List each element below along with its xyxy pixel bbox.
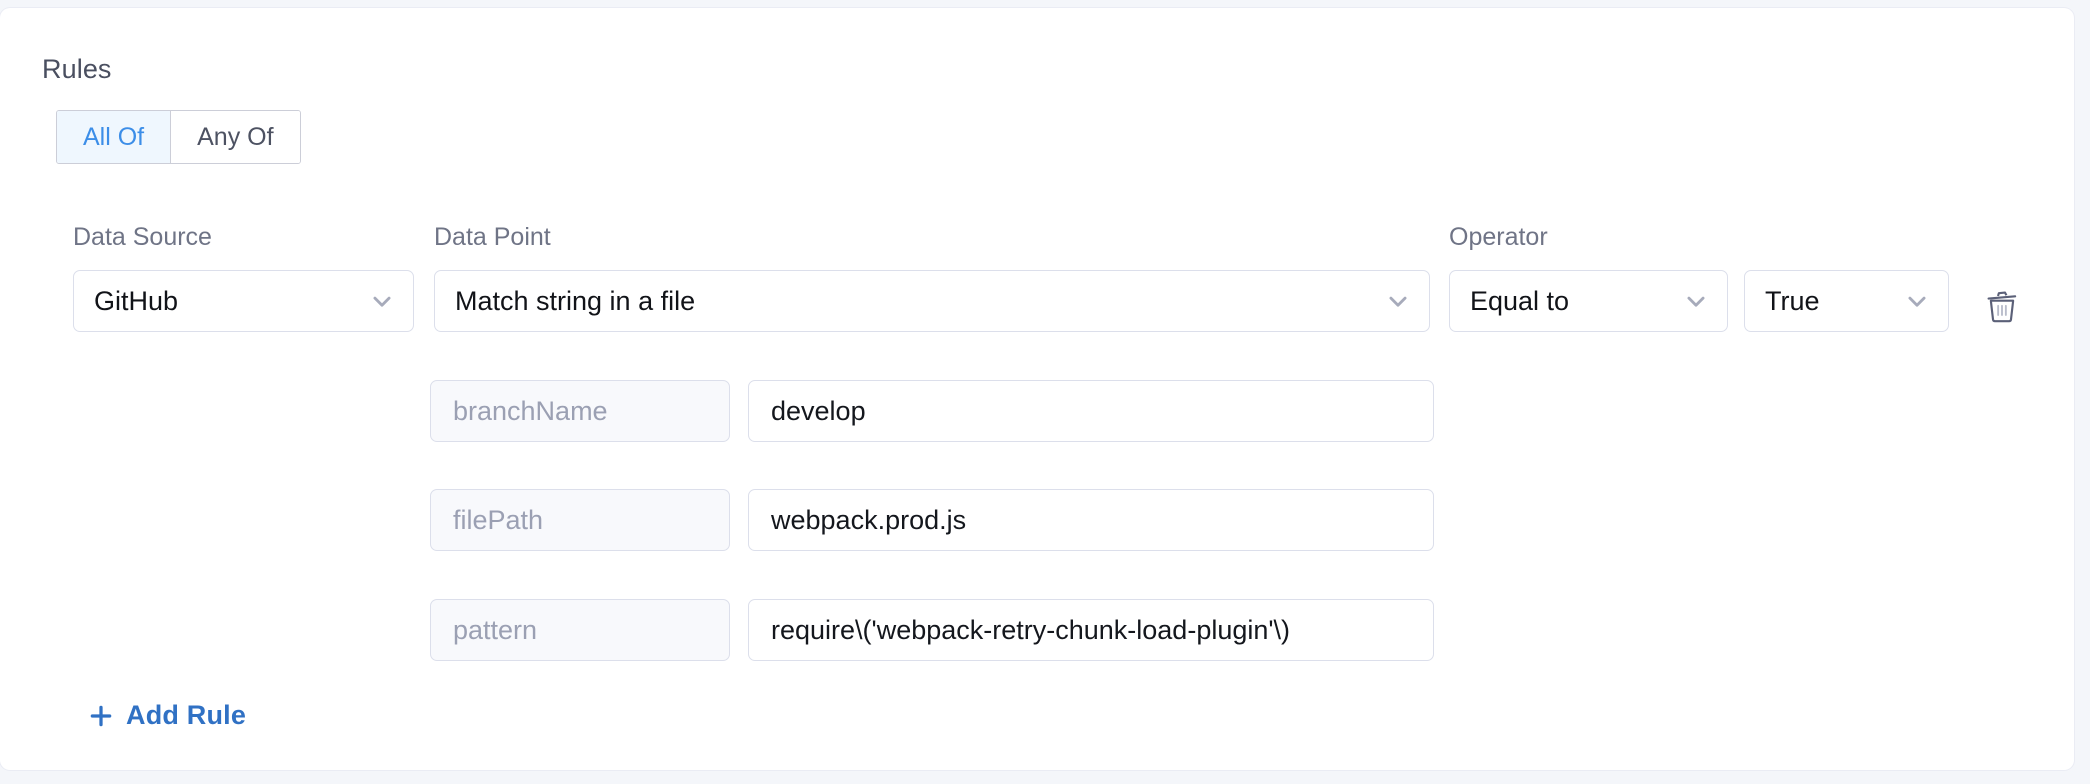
match-mode-toggle-group[interactable]: All Of Any Of bbox=[56, 110, 301, 164]
operator-value: Equal to bbox=[1470, 285, 1570, 316]
add-rule-button[interactable]: Add Rule bbox=[88, 700, 246, 731]
parameter-row: filePath webpack.prod.js bbox=[430, 489, 1434, 551]
parameter-value-text: webpack.prod.js bbox=[771, 504, 967, 535]
parameter-key-label: branchName bbox=[453, 395, 608, 426]
trash-icon bbox=[1987, 291, 2017, 323]
chevron-down-icon bbox=[1908, 296, 1926, 307]
data-source-select[interactable]: GitHub bbox=[73, 270, 414, 332]
parameter-value-input[interactable]: develop bbox=[748, 380, 1434, 442]
parameter-key-field: filePath bbox=[430, 489, 730, 551]
parameter-value-text: develop bbox=[771, 395, 866, 426]
chevron-down-icon bbox=[373, 296, 391, 307]
data-point-select[interactable]: Match string in a file bbox=[434, 270, 1430, 332]
operand-select[interactable]: True bbox=[1744, 270, 1949, 332]
parameter-value-text: require\('webpack-retry-chunk-load-plugi… bbox=[771, 614, 1291, 645]
data-source-label: Data Source bbox=[73, 223, 212, 251]
parameter-row: branchName develop bbox=[430, 380, 1434, 442]
parameter-row: pattern require\('webpack-retry-chunk-lo… bbox=[430, 599, 1434, 661]
page-title: Rules bbox=[42, 54, 112, 84]
parameter-key-field: pattern bbox=[430, 599, 730, 661]
rules-card: Rules All Of Any Of Data Source Data Poi… bbox=[0, 8, 2074, 770]
parameter-value-input[interactable]: require\('webpack-retry-chunk-load-plugi… bbox=[748, 599, 1434, 661]
operator-select[interactable]: Equal to bbox=[1449, 270, 1728, 332]
operand-value: True bbox=[1765, 285, 1820, 316]
match-mode-any-of[interactable]: Any Of bbox=[170, 111, 300, 163]
parameter-key-label: filePath bbox=[453, 504, 544, 535]
delete-rule-button[interactable] bbox=[1981, 286, 2023, 328]
match-mode-all-of[interactable]: All Of bbox=[57, 111, 171, 163]
parameter-value-input[interactable]: webpack.prod.js bbox=[748, 489, 1434, 551]
operator-label: Operator bbox=[1449, 223, 1548, 251]
data-point-value: Match string in a file bbox=[455, 285, 696, 316]
add-rule-label: Add Rule bbox=[126, 700, 247, 730]
parameter-key-field: branchName bbox=[430, 380, 730, 442]
plus-icon bbox=[90, 705, 112, 726]
chevron-down-icon bbox=[1687, 296, 1705, 307]
data-point-label: Data Point bbox=[434, 223, 551, 251]
data-source-value: GitHub bbox=[94, 285, 179, 316]
chevron-down-icon bbox=[1389, 296, 1407, 307]
parameter-key-label: pattern bbox=[453, 614, 538, 645]
